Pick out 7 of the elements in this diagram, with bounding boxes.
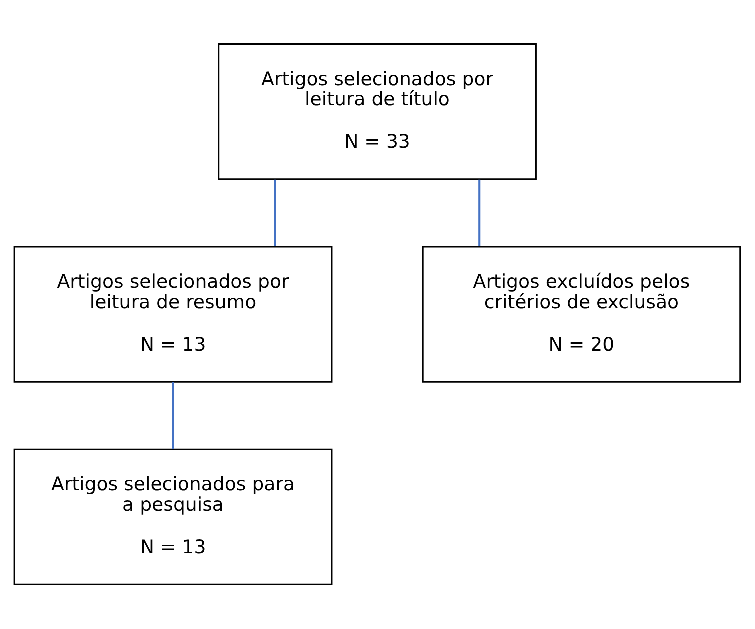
connector xyxy=(172,382,174,449)
node-box: Artigos excluídos pelos critérios de exclusão N = 20 xyxy=(422,246,742,383)
node-box: Artigos selecionados por leitura de resumo N = 13 xyxy=(14,246,333,383)
node-box: Artigos selecionados por leitura de título N = 33 xyxy=(218,44,537,180)
connector xyxy=(274,180,276,246)
node-box: Artigos selecionados para a pesquisa N = 13 xyxy=(14,448,333,586)
connector xyxy=(478,180,481,246)
